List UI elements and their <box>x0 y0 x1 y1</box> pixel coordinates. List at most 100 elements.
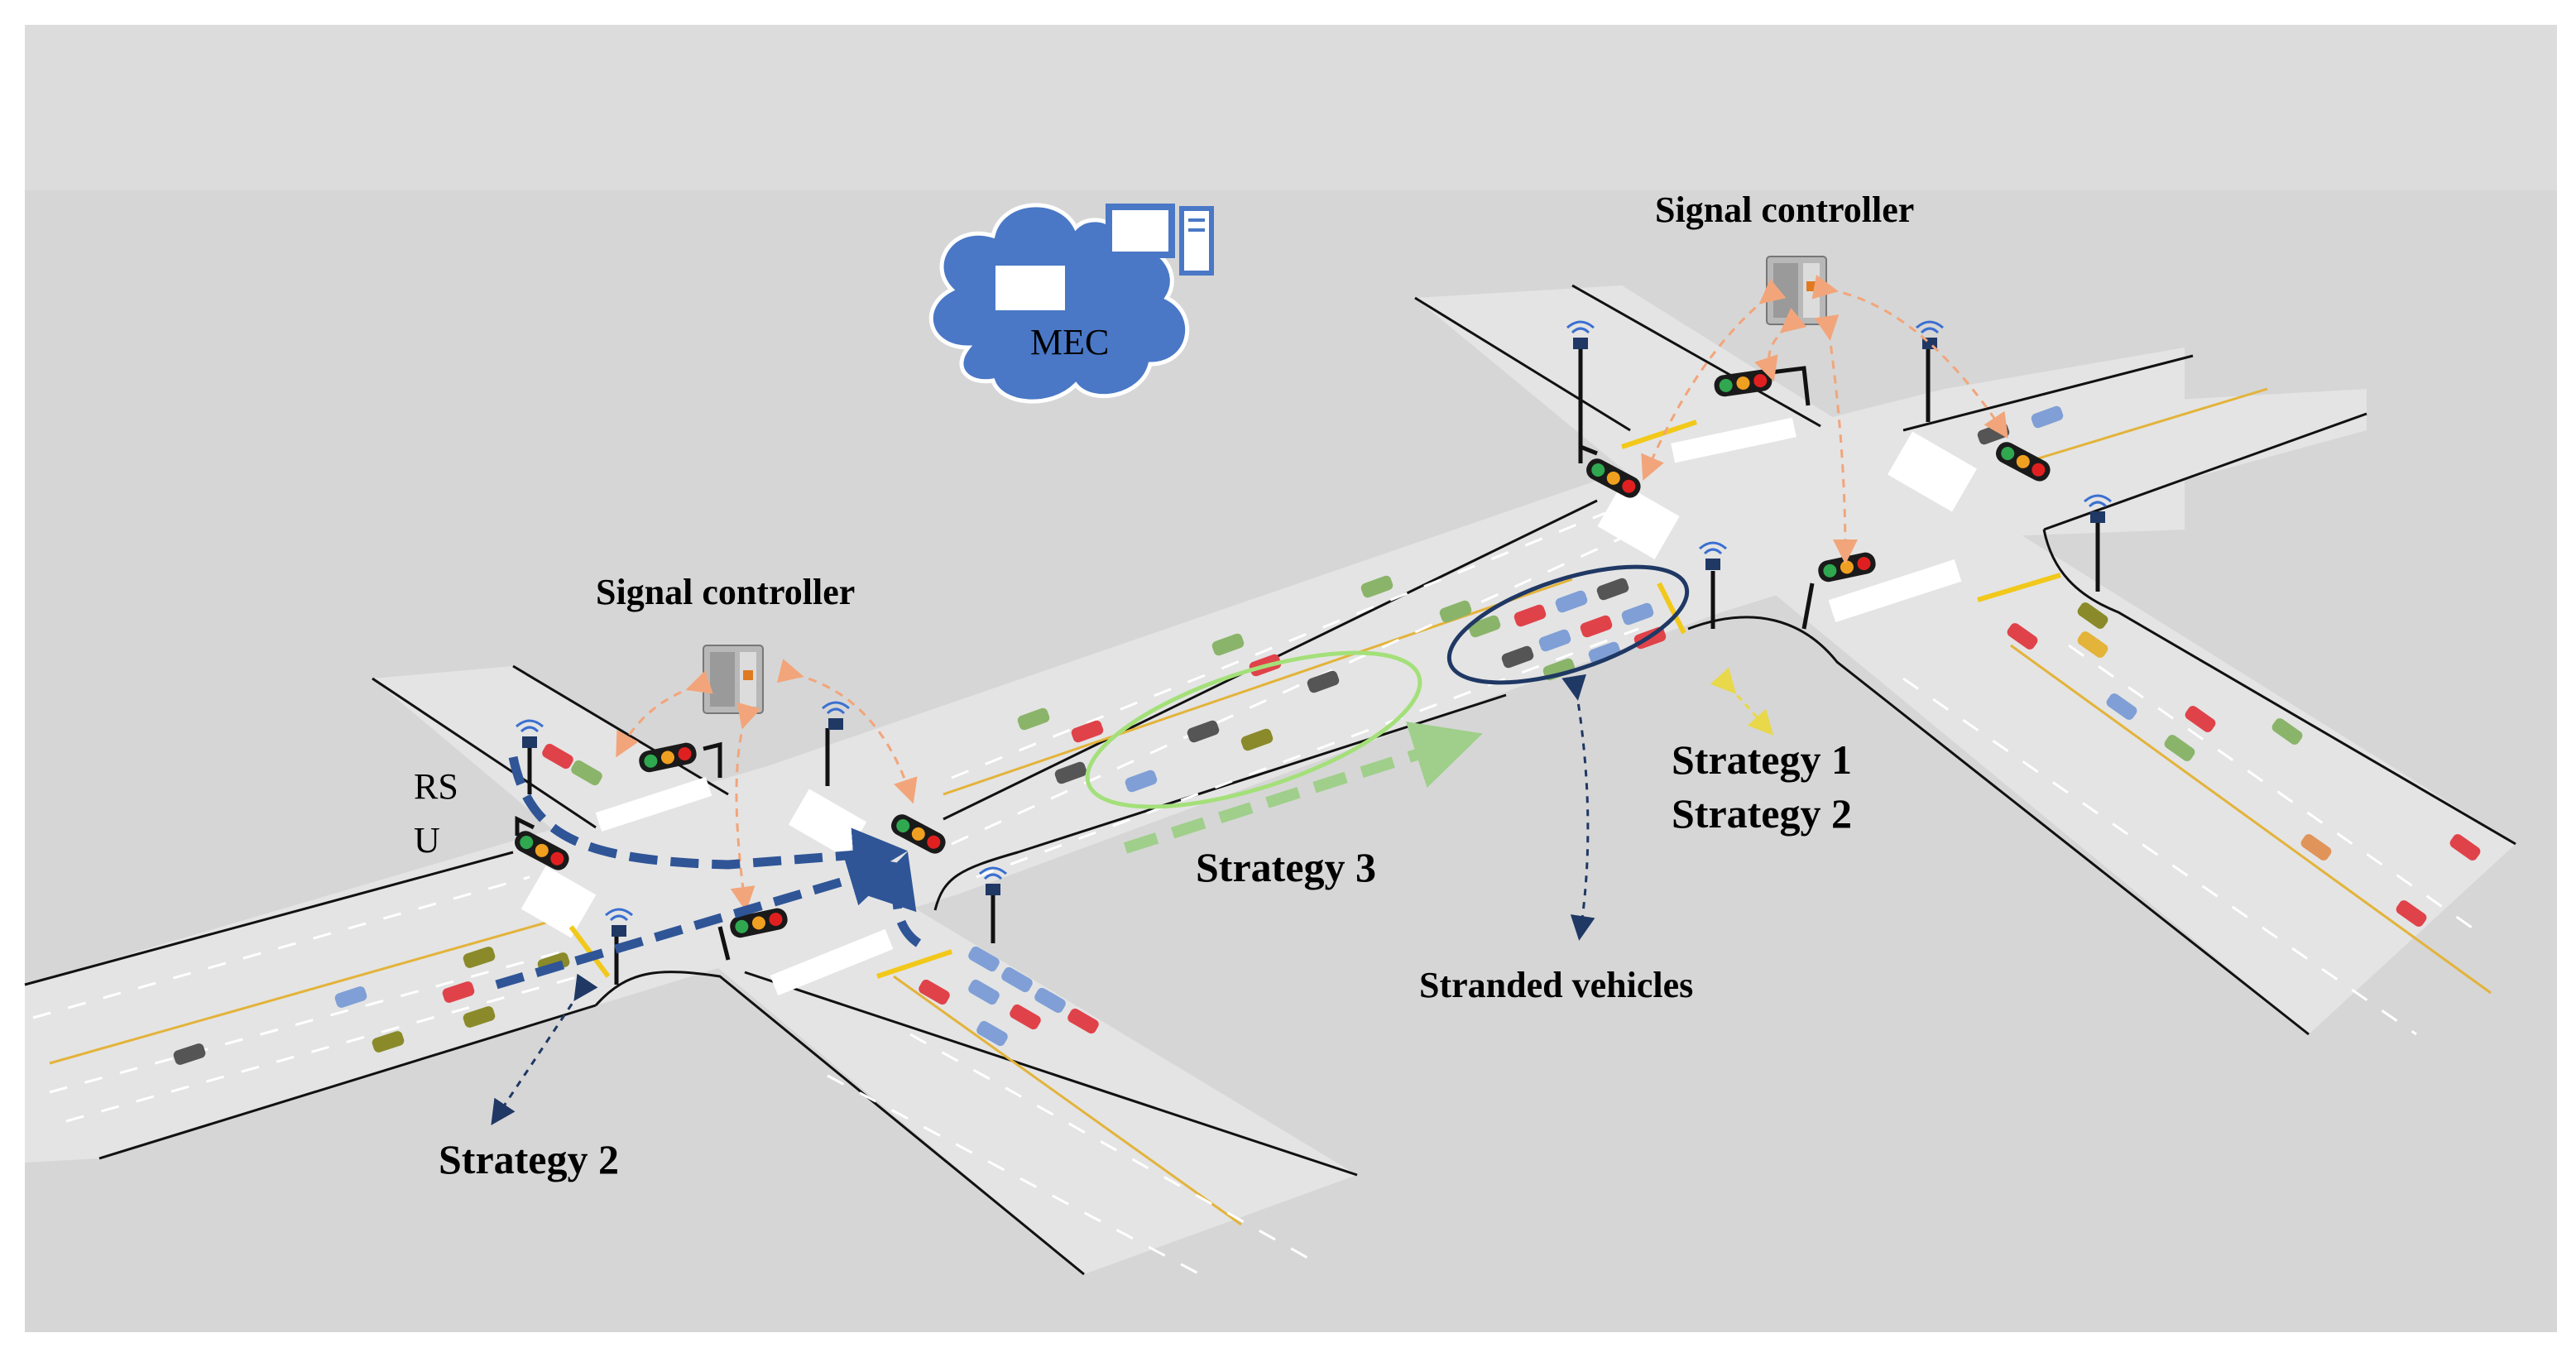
vehicle <box>1240 728 1274 751</box>
right-east-edge-2 <box>2043 412 2367 531</box>
rsu-antenna-icon <box>516 719 544 748</box>
vehicle <box>2185 706 2216 732</box>
right-cross-edge-1 <box>1414 296 1631 432</box>
crosswalks <box>520 417 1977 996</box>
strategy1-label: Strategy 1 <box>1672 736 1852 783</box>
vehicle <box>463 947 496 968</box>
vehicle <box>463 1006 496 1028</box>
vehicle <box>1588 641 1621 664</box>
signal-arm-l <box>1578 444 1598 463</box>
rsu-label-line1: RS <box>414 766 458 807</box>
vehicle <box>2077 631 2108 658</box>
vehicle <box>1555 590 1588 613</box>
left-cross-edge-1 <box>372 677 597 829</box>
controller-link <box>730 702 761 912</box>
right-road-edge-curve-2 <box>2042 529 2516 846</box>
folder-icon <box>991 261 1070 315</box>
vehicle <box>1538 629 1571 652</box>
vehicle <box>2007 623 2038 650</box>
center-line-left-cross <box>893 975 1242 1226</box>
background-top-band <box>25 25 2557 190</box>
lane-line <box>951 511 1606 779</box>
lane-line <box>909 1033 1308 1259</box>
controller-link <box>1641 278 1787 482</box>
vehicle <box>2396 900 2427 927</box>
controller-link <box>1814 314 1858 564</box>
left-cross-edge-3 <box>594 971 1085 1276</box>
vehicle <box>968 946 1000 972</box>
rsu-antenna-icon <box>2084 494 2112 523</box>
crosswalk <box>770 928 894 996</box>
vehicle <box>442 981 475 1003</box>
crosswalk <box>1597 483 1680 559</box>
stranded-vehicles-label: Stranded vehicles <box>1419 965 1693 1005</box>
vehicle <box>1580 615 1613 638</box>
crosswalk <box>1888 431 1977 512</box>
crosswalk <box>595 776 712 832</box>
crosswalk <box>520 866 597 938</box>
strategy2-arrow <box>508 755 908 883</box>
strategy3-label: Strategy 3 <box>1196 844 1376 890</box>
signal-controller-label-left: Signal controller <box>596 572 855 612</box>
signal-controller-cabinet-icon <box>703 645 764 714</box>
stop-bar <box>1657 582 1686 635</box>
strategy2-arrow <box>864 851 922 947</box>
lane-line <box>2068 644 2483 937</box>
vehicle <box>1596 578 1629 601</box>
vehicle <box>1211 633 1245 656</box>
rsu-antenna-icon <box>1699 541 1727 570</box>
rsu-label-line2: U <box>414 820 440 861</box>
left-cross-edge-4 <box>744 971 1358 1177</box>
vehicle <box>976 1020 1008 1047</box>
vehicle <box>1307 670 1340 693</box>
vehicle <box>372 1031 405 1053</box>
main-road-edge-top <box>24 851 514 986</box>
signal-controller-label-right: Signal controller <box>1655 189 1914 230</box>
vehicle <box>1621 602 1654 626</box>
strategy3-arrow <box>1123 722 1483 854</box>
main-road-edge-bottom-mid <box>933 693 1507 911</box>
crosswalk <box>1828 559 1962 623</box>
vehicle <box>2271 718 2303 745</box>
strategy2-label-left: Strategy 2 <box>439 1136 619 1182</box>
strategy2-arrow <box>495 852 904 990</box>
vehicle <box>1071 720 1104 743</box>
rsu-antenna-icon <box>1566 320 1595 349</box>
strategy1-pointer <box>1710 667 1774 736</box>
lane-line <box>32 875 530 1019</box>
vehicle <box>2300 834 2332 861</box>
tower-computer-icon <box>1179 206 1214 276</box>
controller-link <box>776 659 918 804</box>
vehicle <box>1468 615 1501 638</box>
stop-bar <box>876 949 952 979</box>
rsu-antenna-icon <box>605 908 633 937</box>
vehicle <box>968 979 1000 1005</box>
vehicle <box>1501 645 1534 669</box>
stranded-pointer <box>1561 674 1595 941</box>
vehicle <box>1439 600 1472 623</box>
strategy2-pointer <box>491 973 598 1125</box>
vehicle <box>1010 1004 1041 1030</box>
vehicle <box>334 986 367 1008</box>
vehicle <box>1067 1008 1099 1034</box>
mec-cloud-icon <box>928 203 1214 404</box>
controller-links <box>616 275 2008 912</box>
vehicle <box>173 1043 206 1065</box>
strategy2-label-right: Strategy 2 <box>1672 790 1852 837</box>
vehicle <box>1125 770 1158 793</box>
signal-arm <box>1801 583 1815 630</box>
vehicle <box>1360 575 1394 598</box>
strategy2-arrows <box>495 755 922 990</box>
vehicle <box>571 760 602 786</box>
vehicle <box>919 979 950 1005</box>
vehicle <box>1001 966 1033 993</box>
center-line-main <box>49 921 547 1065</box>
traffic-light <box>1586 458 1641 498</box>
signal-arm-l <box>515 815 535 836</box>
vehicle <box>1187 720 1220 743</box>
stop-bar <box>568 925 611 978</box>
rsu-antenna-icon <box>979 866 1007 895</box>
vehicle <box>2164 735 2195 761</box>
traffic-light <box>1996 442 2051 482</box>
